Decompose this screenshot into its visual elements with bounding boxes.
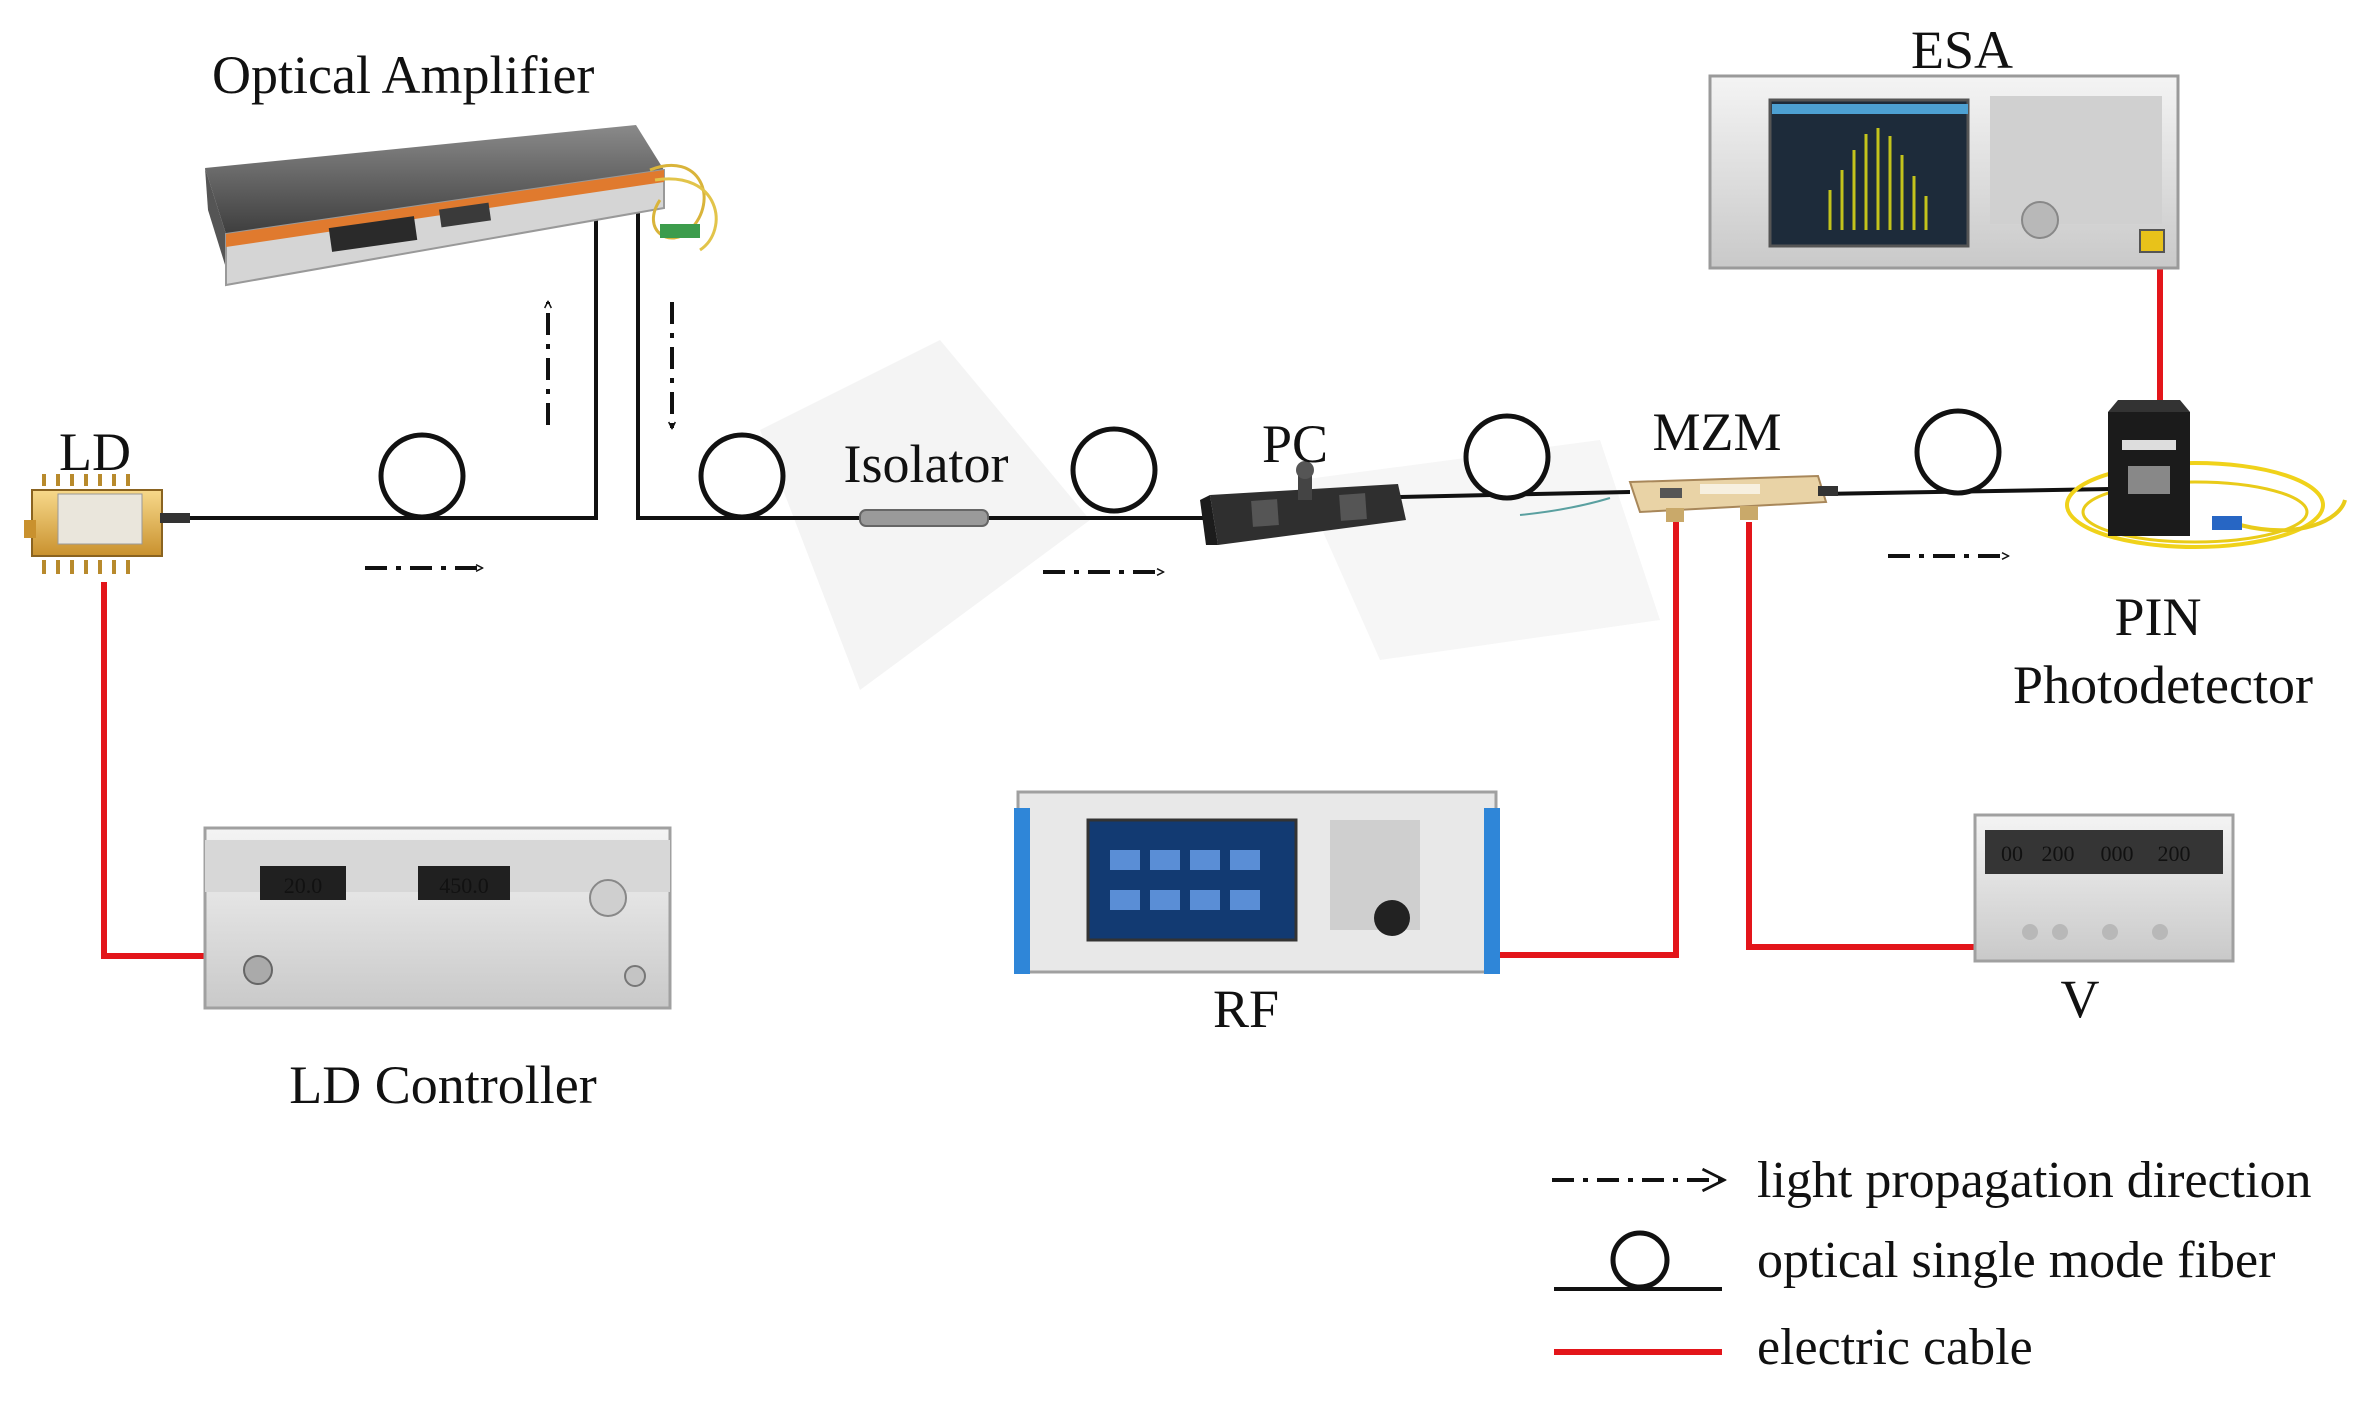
legend xyxy=(1552,1180,1722,1355)
fiber-spool-icon xyxy=(1463,413,1551,501)
label-mzm: MZM xyxy=(1652,402,1781,462)
fiber-spool-icon xyxy=(1070,426,1158,514)
ld-controller-temp-display: 20.0 xyxy=(284,873,323,898)
pin-photodetector xyxy=(2065,400,2347,549)
ld-controller xyxy=(203,826,672,1010)
psu-display-4: 200 xyxy=(2158,841,2191,866)
legend-cable-label: electric cable xyxy=(1757,1319,2033,1376)
fiber-spool-icon xyxy=(698,432,786,520)
legend-light-label: light propagation direction xyxy=(1757,1152,2312,1209)
label-rf: RF xyxy=(1213,979,1279,1039)
rf-signal-generator xyxy=(1014,790,1500,974)
legend-fiber-loop-icon xyxy=(1610,1230,1670,1290)
label-ld-controller: LD Controller xyxy=(289,1055,596,1115)
mach-zehnder-modulator xyxy=(1628,474,1838,522)
label-pc: PC xyxy=(1262,414,1328,474)
psu-display-2: 200 xyxy=(2042,841,2075,866)
psu-display-1: 00 xyxy=(2001,841,2023,866)
fiber-spool-icon xyxy=(378,432,466,520)
psu-display-3: 000 xyxy=(2101,841,2134,866)
dc-power-supply xyxy=(1973,813,2235,963)
label-pin: PIN xyxy=(2114,587,2201,647)
optical-amplifier xyxy=(205,125,718,287)
label-esa: ESA xyxy=(1911,20,2013,80)
label-ld: LD xyxy=(59,422,131,482)
legend-fiber-label: optical single mode fiber xyxy=(1757,1232,2275,1289)
electrical-spectrum-analyzer xyxy=(1708,74,2180,270)
label-v: V xyxy=(2061,969,2100,1029)
isolator xyxy=(859,509,989,527)
fiber-spool-icon xyxy=(1914,408,2002,496)
label-optical-amplifier: Optical Amplifier xyxy=(212,45,594,105)
label-photodetector: Photodetector xyxy=(2013,655,2313,715)
ld-controller-current-display: 450.0 xyxy=(439,873,489,898)
laser-diode xyxy=(24,474,190,574)
polarization-controller xyxy=(1200,461,1406,545)
light-direction-arrows xyxy=(365,302,2008,572)
label-isolator: Isolator xyxy=(844,434,1009,494)
